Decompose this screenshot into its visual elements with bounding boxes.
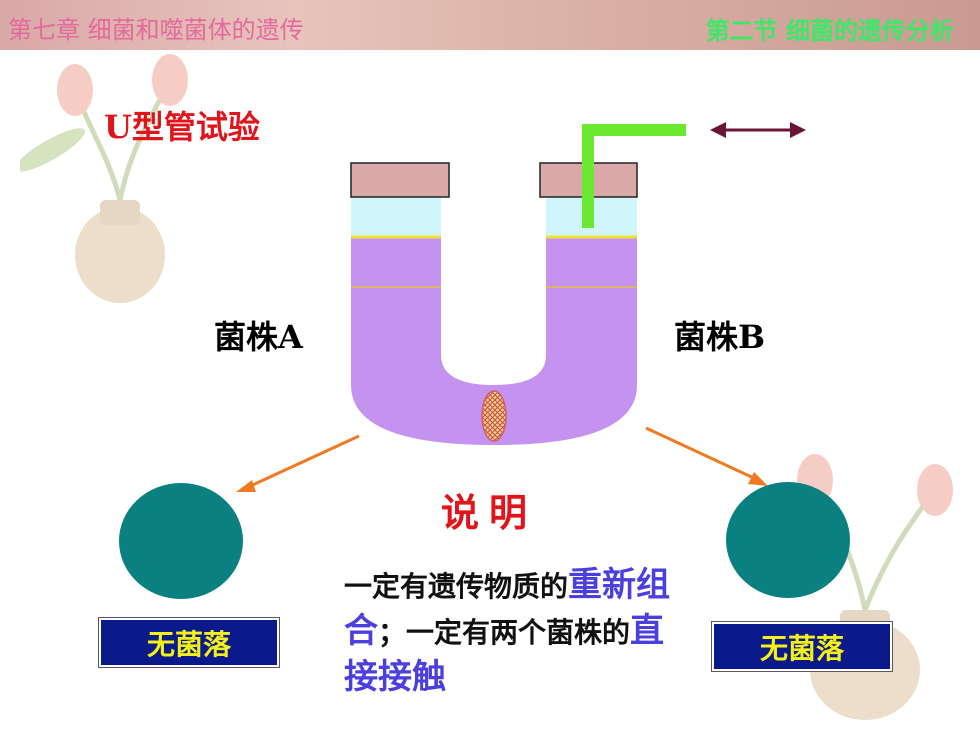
desc-highlight-contact: 直接接触 (344, 611, 665, 697)
arrow-to-left-plate (236, 434, 360, 492)
left-right-arrow-icon (710, 122, 806, 138)
green-pipe (582, 124, 686, 228)
desc-part-2: ；一定有两个菌株的 (378, 616, 631, 649)
slide-title: U型管试验 (104, 108, 260, 146)
explanation-text: 一定有遗传物质的重新组合；一定有两个菌株的直接接触 (344, 563, 674, 701)
explanation-title: 说明 (441, 491, 538, 535)
desc-part-1: 一定有遗传物质的 (344, 570, 569, 603)
arrow-to-right-plate (645, 426, 768, 486)
u-tube-body (351, 197, 637, 445)
result-box-right: 无菌落 (711, 621, 893, 672)
section-title: 第二节 细菌的遗传分析 (705, 17, 954, 45)
right-culture-plate (726, 482, 850, 598)
strain-b-label: 菌株B (674, 318, 766, 356)
left-culture-plate (119, 483, 243, 599)
chapter-title: 第七章 细菌和噬菌体的遗传 (8, 16, 304, 44)
left-arm-liquid-top (351, 197, 441, 237)
result-box-left: 无菌落 (98, 617, 280, 668)
header-bar: 第七章 细菌和噬菌体的遗传 第二节 细菌的遗传分析 (0, 0, 980, 50)
strain-a-label: 菌株A (214, 318, 303, 356)
left-cap (350, 162, 450, 198)
desc-highlight-recombination: 重新组合 (344, 565, 671, 651)
